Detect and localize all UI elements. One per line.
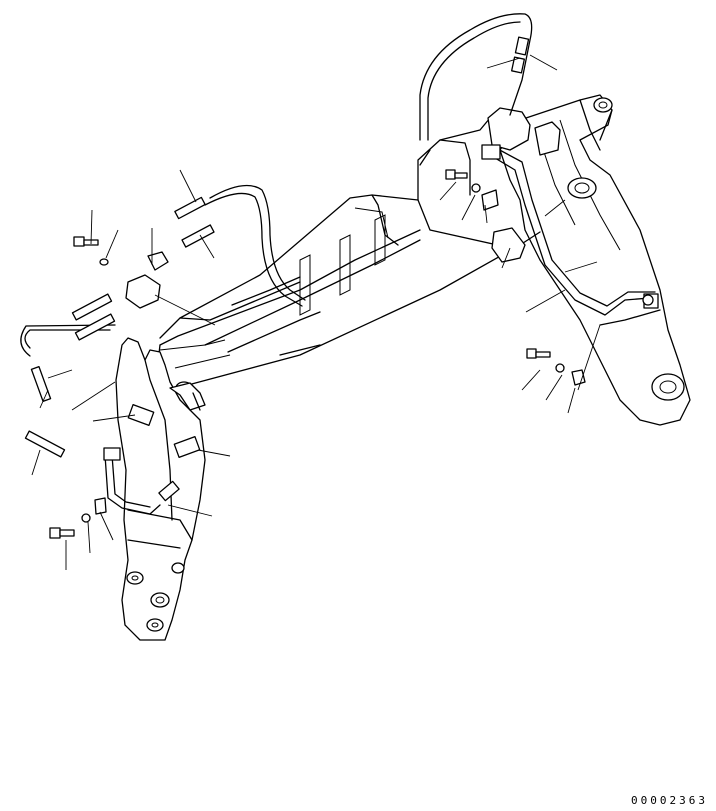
bolt-lower-right [526,348,551,359]
bolt-lower-left [49,527,75,539]
hardware [24,144,659,539]
arm-assembly [115,337,206,641]
bolt-upper-left [73,236,99,247]
leader-lines [31,54,601,570]
boom-assembly [157,94,691,426]
boom-details [159,214,526,411]
bolt-upper-right [445,169,468,180]
drawing-number: 00002363 [631,794,708,807]
hydraulic-tubing [20,13,661,515]
